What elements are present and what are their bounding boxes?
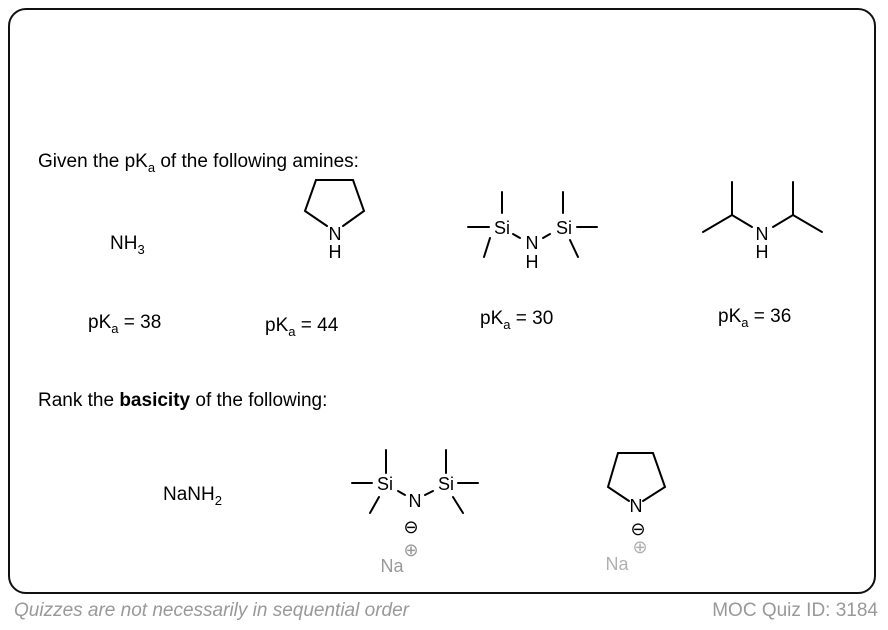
text-fragment: = bbox=[295, 315, 317, 336]
text-fragment: pK bbox=[265, 315, 289, 336]
footer-note: Quizzes are not necessarily in sequentia… bbox=[14, 600, 409, 621]
text-fragment: a bbox=[111, 321, 119, 336]
positive-charge: ⊕ bbox=[632, 537, 647, 557]
sodium-hmds-structure: Si N Si ⊖ ⊕ Na bbox=[351, 449, 479, 576]
pka-ammonia: pKa = 38 bbox=[88, 312, 161, 336]
text-fragment: a bbox=[148, 160, 156, 175]
text-fragment: Given the pK bbox=[38, 151, 148, 172]
negative-charge: ⊖ bbox=[403, 517, 418, 537]
text-fragment: = bbox=[118, 312, 140, 333]
quiz-card bbox=[8, 8, 876, 594]
atom-si-right: Si bbox=[438, 474, 454, 494]
sodium-amide-formula: NaNH2 bbox=[163, 484, 222, 508]
ammonia-formula: NH3 bbox=[110, 233, 145, 257]
text-fragment: pK bbox=[718, 306, 742, 327]
text-fragment: a bbox=[503, 317, 511, 332]
text-fragment: = bbox=[748, 306, 770, 327]
hmds-structure: Si N H Si bbox=[467, 191, 598, 272]
atom-si-right: Si bbox=[556, 218, 572, 238]
intro-text: Given the pKa of the following amines: bbox=[38, 151, 359, 175]
atom-n: N bbox=[329, 224, 342, 244]
text-fragment: 2 bbox=[215, 493, 222, 508]
pka-diisopropylamine: pKa = 36 bbox=[718, 306, 791, 330]
text-fragment: = bbox=[510, 308, 532, 329]
text-fragment: NH bbox=[110, 233, 137, 254]
pka-pyrrolidine: pKa = 44 bbox=[265, 315, 339, 339]
pka-hmds: pKa = 30 bbox=[480, 308, 553, 332]
text-fragment: 38 bbox=[140, 312, 161, 333]
sodium-pyrrolidide-structure: N ⊖ ⊕ Na bbox=[605, 452, 667, 574]
text-fragment: 30 bbox=[532, 308, 553, 329]
diisopropylamine-structure: N H bbox=[702, 181, 823, 262]
atom-si-left: Si bbox=[377, 474, 393, 494]
text-fragment: pK bbox=[480, 308, 504, 329]
atom-n: N bbox=[409, 491, 422, 511]
positive-charge: ⊕ bbox=[403, 540, 418, 560]
atom-h: H bbox=[756, 242, 769, 262]
quiz-id: MOC Quiz ID: 3184 bbox=[712, 600, 878, 621]
text-fragment: of the following amines: bbox=[155, 151, 359, 172]
sodium-cation: Na bbox=[605, 554, 629, 574]
text-fragment: Rank the bbox=[38, 390, 119, 411]
text-fragment: a bbox=[288, 324, 296, 339]
atom-n: N bbox=[756, 224, 769, 244]
atom-n: N bbox=[526, 233, 539, 253]
text-fragment: a bbox=[741, 315, 749, 330]
negative-charge: ⊖ bbox=[630, 519, 645, 539]
atom-n: N bbox=[630, 496, 643, 516]
text-fragment: 36 bbox=[770, 306, 791, 327]
pyrrolidine-structure: N H bbox=[303, 179, 366, 262]
text-fragment: 3 bbox=[137, 242, 144, 257]
text-fragment: pK bbox=[88, 312, 112, 333]
sodium-cation: Na bbox=[380, 556, 404, 576]
atom-si-left: Si bbox=[494, 218, 510, 238]
text-fragment: of the following: bbox=[190, 390, 327, 411]
atom-h: H bbox=[526, 252, 539, 272]
text-fragment: basicity bbox=[119, 390, 190, 411]
text-fragment: NaNH bbox=[163, 484, 215, 505]
atom-h: H bbox=[329, 242, 342, 262]
text-fragment: 44 bbox=[317, 315, 339, 336]
rank-text: Rank the basicity of the following: bbox=[38, 390, 327, 411]
